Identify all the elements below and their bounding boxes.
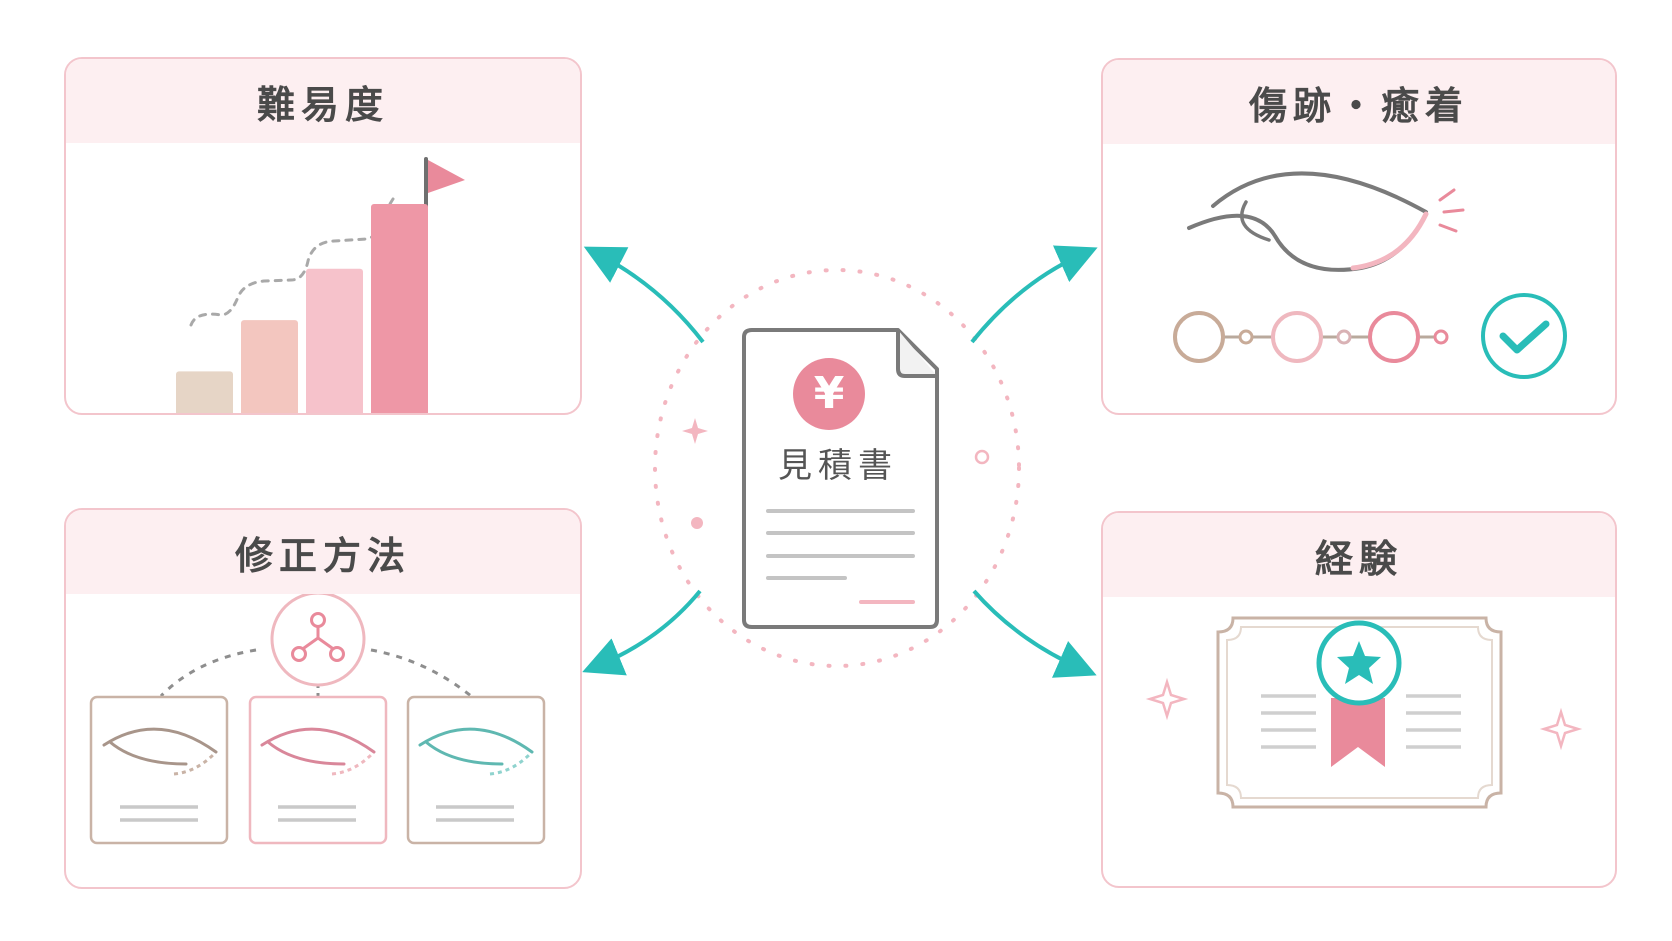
arrow-to-difficulty <box>583 246 705 344</box>
method-card-title: 修正方法 <box>234 533 411 578</box>
arrow-to-method <box>582 589 702 676</box>
method-card: 修正方法 <box>64 508 582 889</box>
dot-decoration <box>691 517 703 529</box>
experience-card-header: 経験 <box>1103 513 1615 597</box>
experience-card-title: 経験 <box>1314 536 1403 581</box>
star-badge-icon <box>1316 620 1402 706</box>
yen-badge <box>793 358 865 430</box>
certificate-with-ribbon-icon <box>1145 616 1583 809</box>
sparkle-icon <box>682 418 708 444</box>
eye-outline-icon <box>1187 171 1465 272</box>
difficulty-card-title: 難易度 <box>256 82 389 127</box>
sparkle-icon <box>1539 707 1583 751</box>
experience-card: 経験 <box>1101 511 1617 888</box>
eye-with-progress-steps-icon <box>1173 171 1567 379</box>
option-panel-1 <box>89 695 229 845</box>
option-panel-2 <box>248 695 388 845</box>
branch-node-icon <box>270 594 366 687</box>
rising-bars-with-flag-icon <box>176 157 465 413</box>
dotted-ring <box>653 268 1021 668</box>
difficulty-card: 難易度 <box>64 57 582 415</box>
method-card-header: 修正方法 <box>66 510 580 594</box>
difficulty-bar-2 <box>241 320 298 413</box>
scar-card-header: 傷跡・癒着 <box>1103 60 1615 144</box>
scar-card: 傷跡・癒着 <box>1101 58 1617 415</box>
yen-symbol: ¥ <box>813 368 845 419</box>
healing-progress-steps <box>1173 311 1449 363</box>
check-circle-icon <box>1481 293 1567 379</box>
document-icon <box>742 328 939 629</box>
difficulty-bar-4 <box>371 204 428 413</box>
difficulty-card-header: 難易度 <box>66 59 580 143</box>
difficulty-bar-3 <box>306 268 363 413</box>
branching-options-icon <box>89 594 546 845</box>
arrow-to-experience <box>972 589 1097 678</box>
sparkle-icon <box>1145 677 1189 721</box>
ribbon-icon <box>1331 698 1385 767</box>
scar-card-title: 傷跡・癒着 <box>1248 83 1469 128</box>
difficulty-bar-1 <box>176 371 233 413</box>
option-panel-3 <box>406 695 546 845</box>
document-label: 見積書 <box>778 446 898 486</box>
ring-decoration <box>974 449 990 465</box>
arrow-to-scar <box>970 245 1098 344</box>
